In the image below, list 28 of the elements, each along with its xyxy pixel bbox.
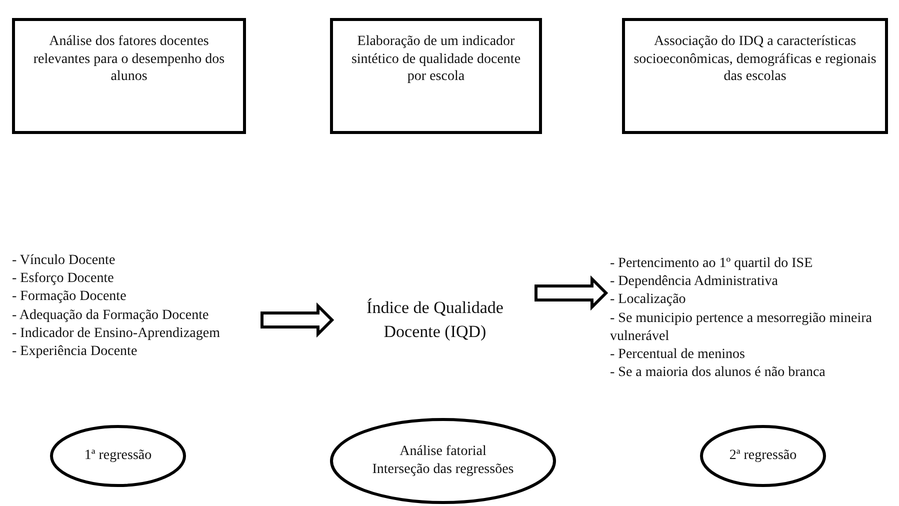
ellipse-node (700, 425, 826, 487)
node-label: Análise dos fatores docentes relevantes para o desempenho dos alunos (32, 33, 226, 86)
node-label: Elaboração de um indicador sintético de qualidade docente por escola (350, 33, 522, 86)
list-item: - Vínculo Docente (12, 252, 116, 270)
block-arrow (534, 275, 608, 311)
index-label: Índice de Qualidade Docente (IQD) (366, 297, 504, 343)
list-item: - Formação Docente (12, 288, 128, 306)
process-box (622, 18, 888, 134)
list-item: - Localização (610, 291, 687, 310)
ellipse-node (50, 425, 186, 487)
node-label: Interseção das regressões (372, 461, 514, 479)
block-arrow (260, 302, 334, 338)
node-label: 2ª regressão (729, 446, 797, 465)
process-box (12, 18, 246, 134)
list-item: - Pertencimento ao 1º quartil do ISE (610, 255, 814, 273)
list-item: - Adequação da Formação Docente (12, 306, 210, 325)
list-item: - Esforço Docente (12, 270, 115, 288)
list-item: - Indicador de Ensino-Aprendizagem (12, 324, 221, 343)
node-label: Análise fatorial (400, 442, 486, 461)
list-item: - Percentual de meninos (610, 346, 746, 364)
ellipse-node (330, 418, 556, 504)
list-item: - Experiência Docente (12, 342, 138, 361)
process-box (330, 18, 542, 134)
node-label: 1ª regressão (84, 446, 152, 465)
list-item: - Se a maioria dos alunos é não branca (610, 364, 826, 382)
node-label: Associação do IDQ a características socioeconômicas, demográficas e regionais das escolas (633, 33, 877, 86)
list-item: - Se municipio pertence a mesorregião mineira vulnerável (610, 310, 874, 346)
list-item: - Dependência Administrativa (610, 273, 779, 292)
